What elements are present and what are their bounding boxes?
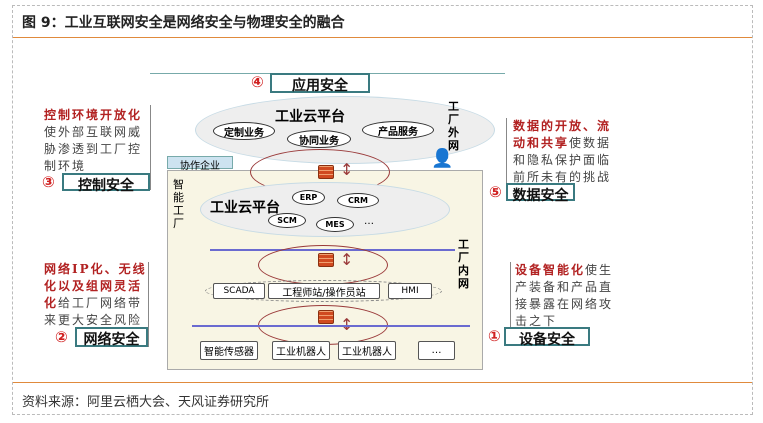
divider xyxy=(148,262,149,347)
device-more: … xyxy=(418,341,455,360)
data-annotation: 数据的开放、流动和共享使数据和隐私保护面临前所未有的挑战 xyxy=(513,118,621,186)
divider xyxy=(510,262,511,346)
data-highlight: 数据的开放、流动和共享 xyxy=(513,119,612,150)
network-bus-lower xyxy=(192,325,470,327)
control-text: 使外部互联网威胁渗透到工厂控制环境 xyxy=(44,125,143,173)
smart-factory-label: 智能工厂 xyxy=(173,178,184,230)
bidirectional-arrow-icon: ↕ xyxy=(340,160,354,179)
service-product: 产品服务 xyxy=(362,121,434,139)
firewall-icon xyxy=(318,253,334,267)
network-annotation: 网络IP化、无线化以及组网灵活化给工厂网络带来更大安全风险 xyxy=(44,261,148,329)
system-mes: MES xyxy=(316,217,354,232)
title-divider xyxy=(13,37,752,38)
device-num: ① xyxy=(488,327,501,345)
data-num: ⑤ xyxy=(489,183,502,201)
control-annotation: 控制环境开放化使外部互联网威胁渗透到工厂控制环境 xyxy=(44,107,150,175)
control-highlight: 控制环境开放化 xyxy=(44,108,143,122)
device-highlight: 设备智能化 xyxy=(515,263,586,277)
network-highlight: 网络IP化、无线化以及组网灵活化 xyxy=(44,262,147,310)
firewall-icon xyxy=(318,165,334,179)
service-custom: 定制业务 xyxy=(213,122,275,140)
device-annotation: 设备智能化使生产装备和产品直接暴露在网络攻击之下 xyxy=(515,262,619,330)
source-divider xyxy=(13,382,752,383)
system-crm: CRM xyxy=(337,193,379,208)
divider xyxy=(150,105,151,190)
scada-box: SCADA xyxy=(213,283,265,299)
partner-box: 协作企业 xyxy=(167,156,233,172)
data-security-label: 数据安全 xyxy=(506,183,575,204)
figure-frame xyxy=(12,5,753,415)
device-robot: 工业机器人 xyxy=(272,341,330,360)
device-robot: 工业机器人 xyxy=(338,341,396,360)
system-scm: SCM xyxy=(268,213,306,228)
firewall-icon xyxy=(318,310,334,324)
system-erp: ERP xyxy=(292,190,325,205)
app-security-num: ④ xyxy=(251,73,264,91)
network-text: 给工厂网络带来更大安全风险 xyxy=(44,296,143,327)
person-icon: 👤 xyxy=(431,148,454,169)
outer-cloud-title: 工业云平台 xyxy=(275,109,345,125)
source-note: 资料来源：阿里云栖大会、天风证券研究所 xyxy=(22,395,270,410)
engineer-station-box: 工程师站/操作员站 xyxy=(268,283,380,299)
factory-internal-net: 工厂内网 xyxy=(458,238,469,290)
factory-external-net: 工厂外网 xyxy=(448,100,459,152)
network-num: ② xyxy=(55,328,68,346)
control-row-group xyxy=(205,280,442,302)
figure-title: 图 9：工业互联网安全是网络安全与物理安全的融合 xyxy=(22,15,345,31)
hmi-box: HMI xyxy=(388,283,432,299)
device-sensor: 智能传感器 xyxy=(200,341,258,360)
bidirectional-arrow-icon: ↕ xyxy=(340,250,354,269)
device-text: 使生产装备和产品直接暴露在网络攻击之下 xyxy=(515,263,614,328)
control-security-label: 控制安全 xyxy=(62,173,150,194)
divider xyxy=(506,118,507,200)
control-num: ③ xyxy=(42,173,55,191)
device-security-label: 设备安全 xyxy=(504,327,590,348)
app-security-label: 应用安全 xyxy=(270,73,370,94)
bidirectional-arrow-icon: ↕ xyxy=(340,315,353,334)
data-text: 使数据和隐私保护面临前所未有的挑战 xyxy=(513,136,612,184)
inner-cloud-title: 工业云平台 xyxy=(210,200,280,216)
network-security-label: 网络安全 xyxy=(75,327,148,348)
service-collab: 协同业务 xyxy=(287,130,351,148)
system-more: … xyxy=(364,216,374,227)
